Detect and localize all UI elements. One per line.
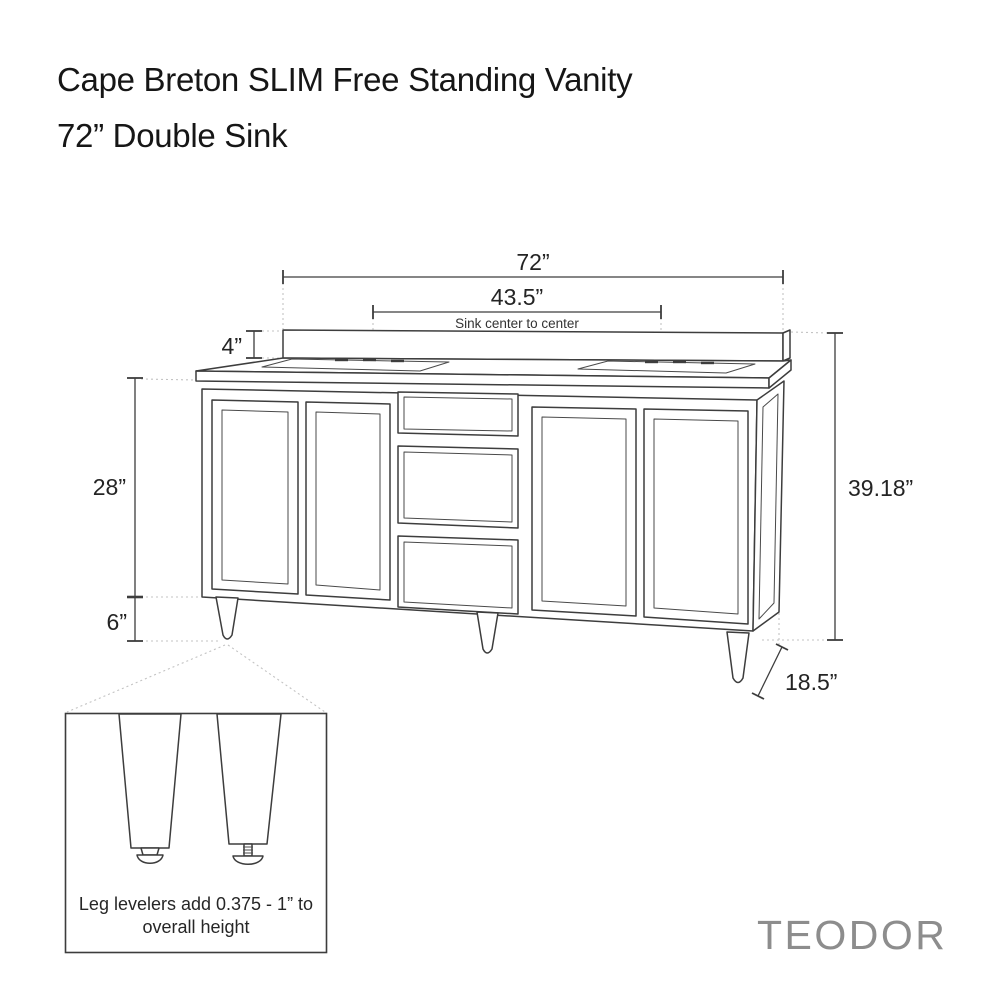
brand-wordmark: TEODOR <box>757 912 948 958</box>
drawer-front <box>397 445 519 529</box>
drawer-top <box>397 391 519 437</box>
ext-overall-top <box>790 331 829 334</box>
dim-overall-height-label: 39.18” <box>848 475 913 501</box>
leveler-foot <box>232 855 264 865</box>
door-frame <box>643 408 749 625</box>
countertop-side-face <box>768 359 792 389</box>
dim-sink-center-to-center: 43.5” Sink center to center <box>372 284 662 331</box>
drawer-front <box>397 391 519 437</box>
door-panel <box>221 409 289 585</box>
dim-tick <box>775 643 789 651</box>
leg-front-center <box>476 611 499 654</box>
drawer-panel <box>403 541 513 609</box>
dim-sink-spacing-note: Sink center to center <box>455 316 579 331</box>
dim-overall-height: 39.18” <box>827 332 913 641</box>
dim-left-heights: 28” 6” <box>93 377 143 642</box>
dim-backsplash-height: 4” <box>222 330 262 359</box>
faucet-holes-right <box>645 360 714 365</box>
inset-caption-line1: Leg levelers add 0.375 - 1” to <box>79 894 313 914</box>
leveler-flange <box>140 847 160 856</box>
inset-leg-retracted <box>118 713 182 864</box>
inset-connector-right <box>227 644 326 713</box>
vanity-drawing <box>195 329 792 684</box>
extension-lines <box>66 283 829 713</box>
drawer-panel <box>403 451 513 523</box>
backsplash-side-face <box>782 329 791 362</box>
door-left-1 <box>211 399 299 595</box>
inset-box <box>64 712 328 954</box>
product-title-line2: 72” Double Sink <box>57 117 288 154</box>
door-panel <box>315 411 381 591</box>
dim-line <box>757 646 783 697</box>
product-title-line1: Cape Breton SLIM Free Standing Vanity <box>57 61 633 98</box>
ext-cabinet-top <box>140 378 197 381</box>
dim-leg-height-label: 6” <box>107 609 127 635</box>
inset-caption-line2: overall height <box>142 917 249 937</box>
inset-leg-shape <box>118 713 182 849</box>
dim-overall-width-label: 72” <box>516 249 549 275</box>
door-right-1 <box>531 406 637 617</box>
dim-sink-spacing-label: 43.5” <box>491 284 543 310</box>
dim-depth: 18.5” <box>751 643 837 700</box>
backsplash <box>282 329 784 362</box>
door-right-2 <box>643 408 749 625</box>
dim-overall-width: 72” <box>282 249 784 284</box>
cabinet-side-panel <box>752 380 785 632</box>
door-left-2 <box>305 401 391 601</box>
sink-cutout-left <box>261 358 450 372</box>
drawer-bottom <box>397 535 519 615</box>
leveler-foot <box>136 854 164 864</box>
dim-depth-label: 18.5” <box>785 669 837 695</box>
sink-cutout-right <box>577 360 756 374</box>
dimension-annotations: 72” 43.5” Sink center to center 4” <box>93 249 913 700</box>
leg-front-left <box>215 596 239 640</box>
drawer-panel <box>403 396 513 432</box>
leg-front-right <box>726 631 750 684</box>
product-title: Cape Breton SLIM Free Standing Vanity 72… <box>57 52 633 164</box>
leg-leveler-inset: Leg levelers add 0.375 - 1” to overall h… <box>64 712 328 954</box>
dim-cabinet-height-label: 28” <box>93 474 126 500</box>
cabinet-side-panel-inset <box>758 393 779 620</box>
inset-leg-extended <box>216 713 282 865</box>
door-panel <box>541 416 627 607</box>
drawer-middle <box>397 445 519 529</box>
door-frame <box>305 401 391 601</box>
faucet-holes-left <box>335 358 404 363</box>
dim-tick <box>751 692 765 700</box>
dim-backsplash-height-label: 4” <box>222 333 242 359</box>
drawer-front <box>397 535 519 615</box>
door-panel <box>653 418 739 615</box>
door-frame <box>531 406 637 617</box>
door-frame <box>211 399 299 595</box>
inset-connector-left <box>66 644 226 713</box>
inset-leg-shape <box>216 713 282 845</box>
